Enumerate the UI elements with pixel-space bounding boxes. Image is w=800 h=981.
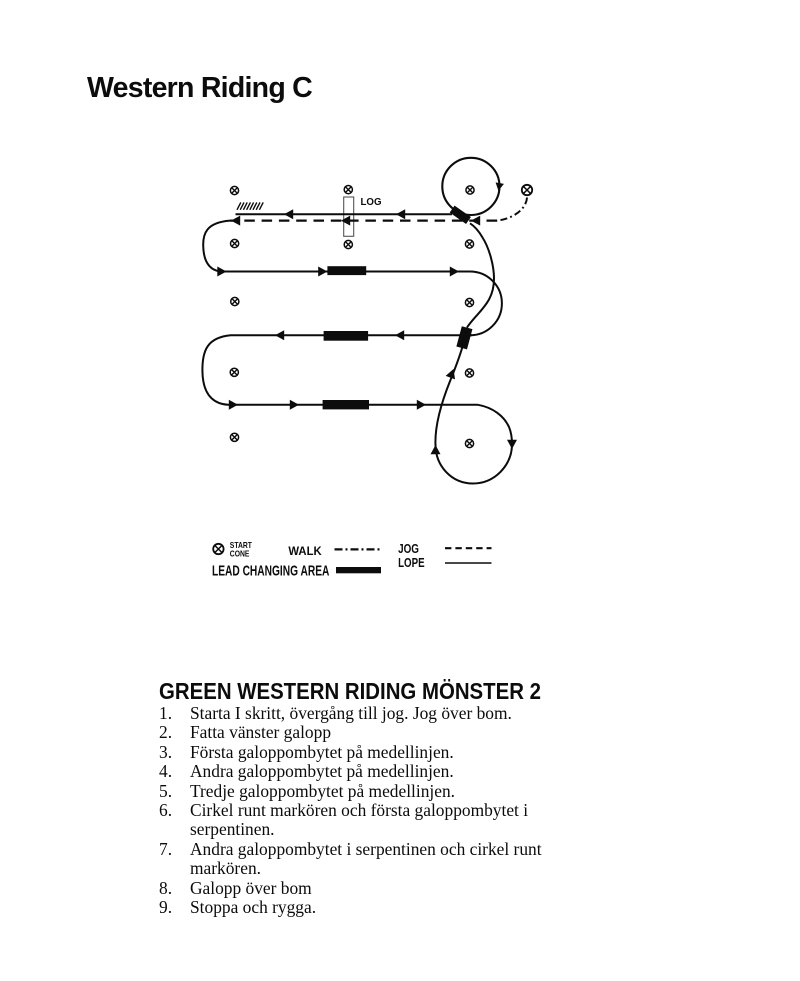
svg-text:LEAD CHANGING AREA: LEAD CHANGING AREA [212,561,329,579]
svg-text:JOG: JOG [398,543,419,557]
svg-text:WALK: WALK [288,543,322,558]
svg-text:CONE: CONE [230,549,250,559]
svg-text:LOPE: LOPE [398,557,425,570]
svg-text:START: START [230,540,253,550]
svg-text:LOG: LOG [361,197,382,208]
